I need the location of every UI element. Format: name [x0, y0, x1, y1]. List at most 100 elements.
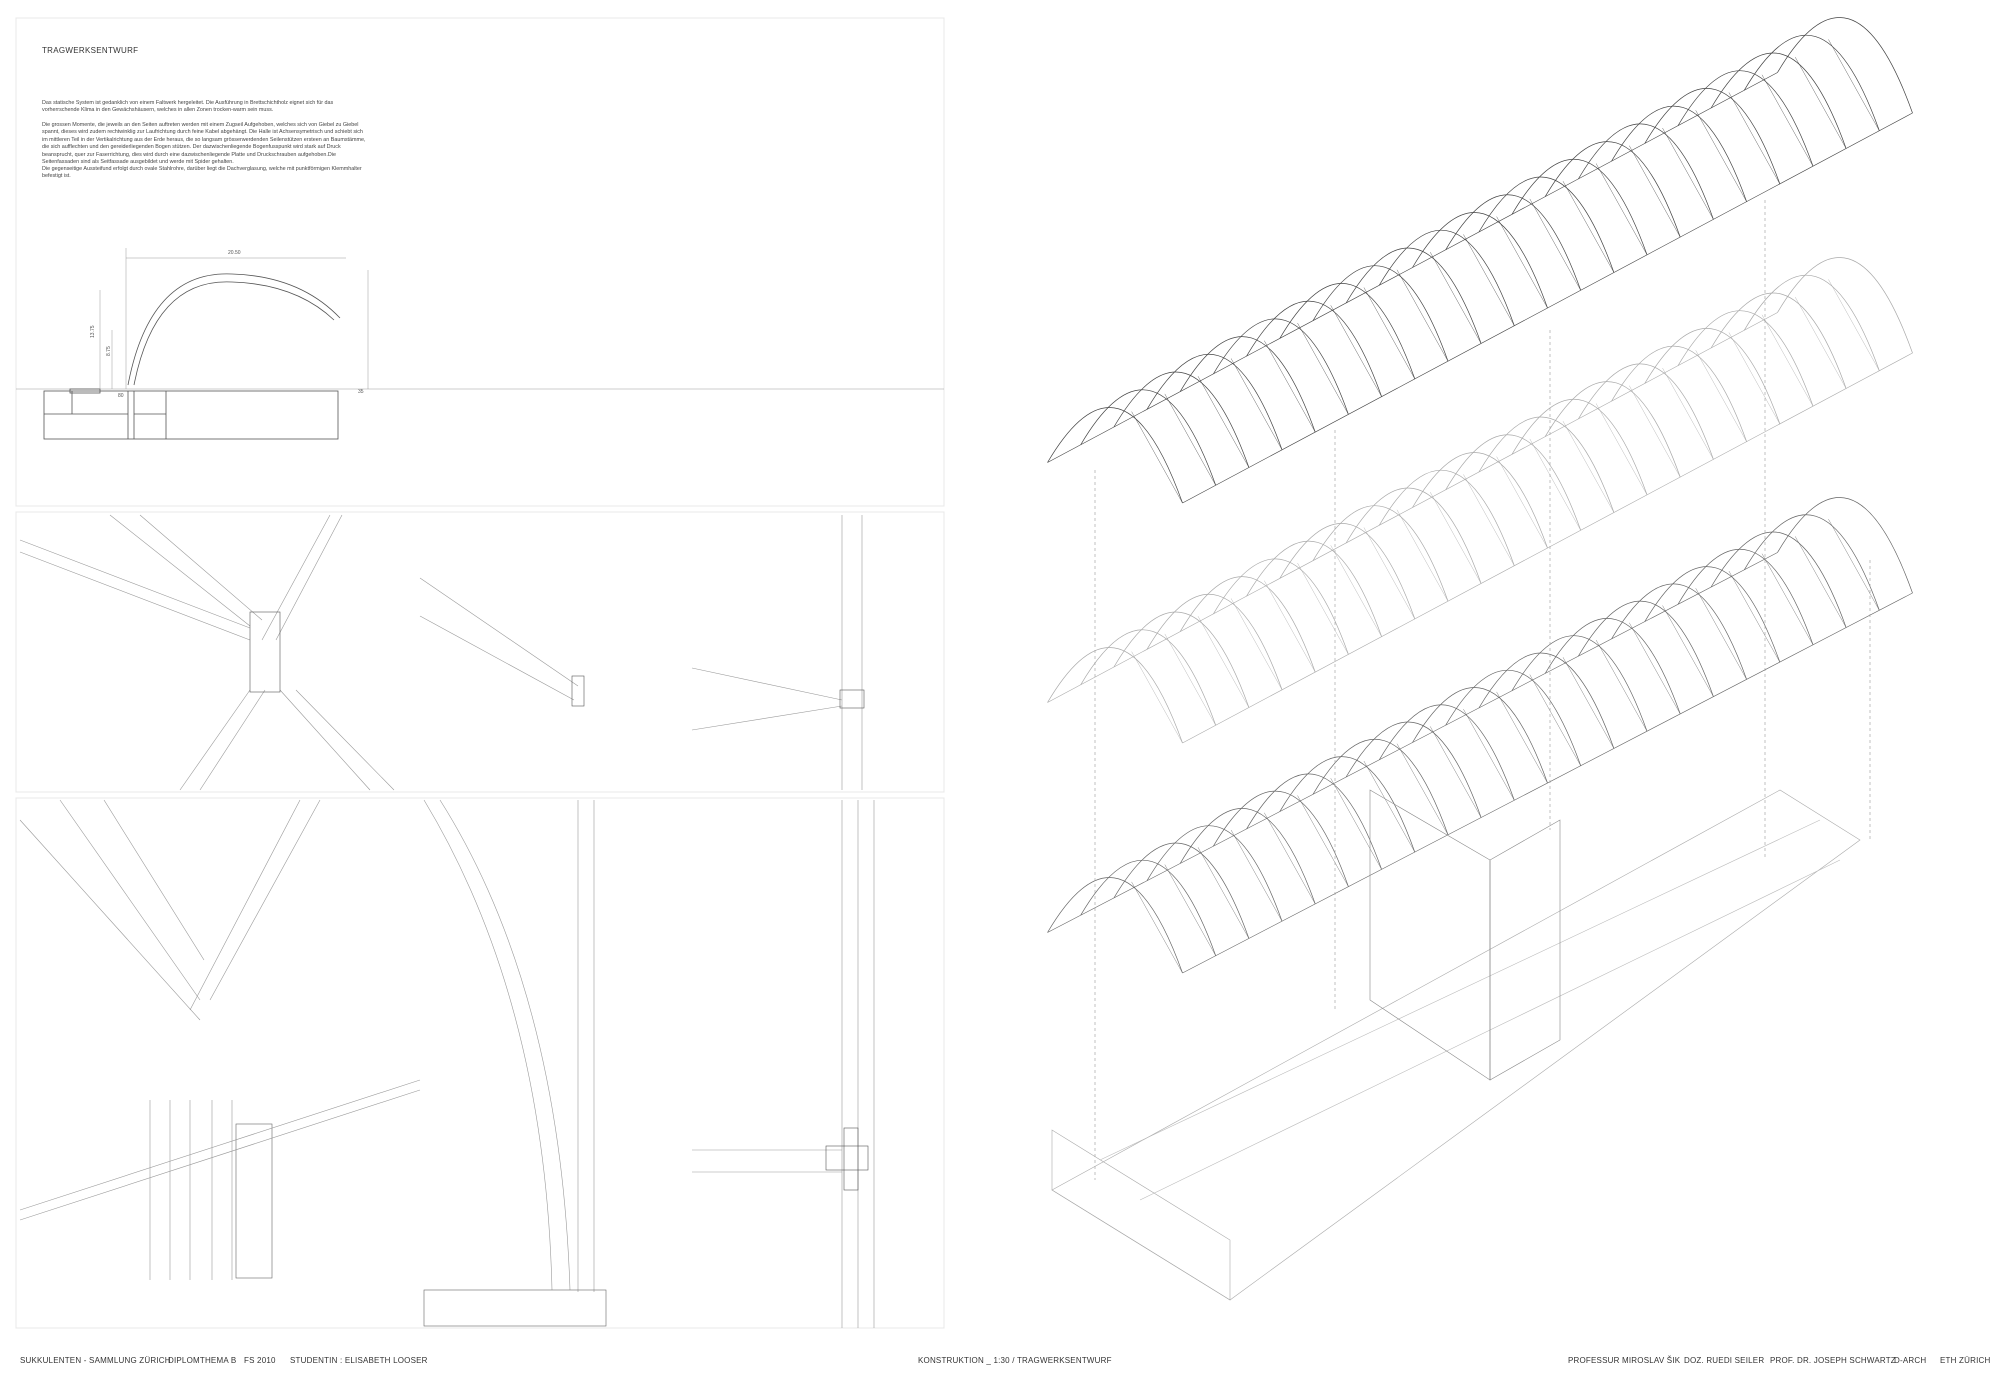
vault-fold-0-21 [1828, 39, 1880, 131]
vault-rib-2-6 [1246, 773, 1382, 870]
dim-height-total: 13.75 [90, 325, 96, 338]
detail4-beam-d [209, 799, 321, 1001]
vault-rib-2-10 [1378, 704, 1515, 801]
iso-base-side [1051, 1129, 1231, 1301]
vault-rib-0-21 [1743, 34, 1880, 131]
vault-rib-0-7 [1279, 283, 1416, 380]
vault-fold-0-14 [1595, 163, 1648, 255]
vault-rib-0-0 [1047, 407, 1183, 504]
detail5-arch-outer [439, 799, 571, 1291]
detail3-line-a [691, 667, 843, 701]
detail4-beam-c [103, 799, 205, 961]
vault-rib-2-0 [1047, 877, 1183, 974]
vault-fold-1-7 [1363, 527, 1415, 619]
vault-rib-0-9 [1345, 247, 1482, 344]
vault-fold-2-20 [1795, 536, 1847, 628]
vault-rib-1-5 [1213, 558, 1349, 655]
vault-rib-2-21 [1743, 514, 1880, 611]
vault-fold-2-0 [1131, 881, 1183, 974]
vault-rib-1-7 [1279, 523, 1416, 620]
vault-rib-1-9 [1345, 487, 1482, 584]
iso-base-inner-a [1099, 819, 1821, 1161]
iso-core-block-a [1369, 789, 1491, 1081]
frame-section [15, 17, 945, 507]
vault-rib-2-11 [1412, 687, 1548, 784]
vault-rib-1-12 [1445, 434, 1582, 531]
detail4-beam-a [19, 819, 201, 1021]
vault-fold-0-4 [1264, 340, 1316, 433]
detail1-beam-c [109, 514, 251, 627]
vault-fold-2-4 [1264, 812, 1316, 904]
vault-rib-1-0 [1047, 647, 1183, 744]
vault-rib-0-16 [1578, 123, 1714, 220]
panel-frames [15, 17, 945, 1329]
vault-rib-0-2 [1113, 371, 1250, 468]
vault-rib-1-21 [1743, 274, 1880, 371]
vault-fold-0-11 [1496, 216, 1548, 309]
vault-rib-2-8 [1312, 739, 1449, 835]
vault-fold-1-12 [1529, 438, 1581, 531]
detail3-line-b [691, 705, 843, 731]
vault-rib-0-13 [1478, 176, 1615, 273]
detail1-beam-f [275, 514, 343, 641]
vault-rib-1-16 [1578, 363, 1714, 460]
vault-rib-2-19 [1677, 549, 1814, 645]
vault-rib-0-19 [1677, 70, 1814, 167]
iso-base-outline [1051, 789, 1861, 1301]
page-title: TRAGWERKSENTWURF [42, 46, 139, 55]
description-paragraph-1: Das statische System ist gedanklich von … [42, 100, 334, 114]
vault-fold-2-15 [1629, 622, 1681, 714]
vault-fold-2-3 [1230, 829, 1283, 922]
vault-rib-0-6 [1246, 300, 1382, 397]
vault-rib-0-1 [1080, 389, 1217, 486]
vault-fold-0-16 [1662, 127, 1714, 220]
vault-fold-1-17 [1695, 350, 1747, 442]
vault-rib-0-17 [1611, 105, 1747, 202]
detail5-arch-inner [423, 799, 553, 1291]
vault-rib-1-19 [1677, 310, 1814, 407]
vault-fold-2-18 [1728, 570, 1780, 663]
vault-fold-1-15 [1629, 385, 1681, 478]
vault-fold-1-0 [1131, 651, 1183, 744]
vault-rib-0-15 [1544, 141, 1681, 238]
section-dimensions: 20.50 13.75 8.75 80 35 [90, 250, 364, 399]
vault-fold-2-2 [1197, 847, 1250, 939]
vault-fold-1-1 [1164, 633, 1216, 726]
vault-edge-a-0 [1047, 72, 1778, 463]
details-top [19, 514, 865, 791]
vault-fold-2-10 [1463, 709, 1515, 801]
frame-details-top [15, 511, 945, 793]
vault-rib-2-4 [1179, 808, 1316, 905]
vault-rib-1-8 [1312, 505, 1449, 602]
vault-fold-0-3 [1230, 358, 1283, 450]
detail1-beam-b [19, 551, 251, 641]
vault-rib-0-14 [1511, 159, 1648, 255]
vault-fold-2-19 [1761, 553, 1814, 645]
vault-fold-2-17 [1695, 588, 1747, 680]
vault-edge-a-2 [1047, 552, 1778, 933]
vault-fold-0-8 [1396, 269, 1449, 362]
detail5-foundation [423, 1289, 607, 1327]
vault-rib-0-4 [1179, 336, 1316, 433]
detail1-beam-a [19, 539, 251, 629]
detail3-joint [839, 689, 865, 709]
vault-fold-1-18 [1728, 332, 1780, 424]
detail4-brace-b [19, 1089, 421, 1221]
vault-rib-0-3 [1146, 354, 1283, 450]
vault-fold-0-18 [1728, 92, 1780, 184]
vault-rib-1-13 [1478, 416, 1615, 513]
vault-rib-0-20 [1710, 52, 1847, 149]
vault-fold-1-6 [1330, 545, 1382, 637]
footer-semester: FS 2010 [244, 1356, 276, 1365]
iso-core-block-b [1489, 819, 1561, 1081]
footer-thesis: DIPLOMTHEMA B [168, 1356, 237, 1365]
vault-fold-0-0 [1131, 411, 1183, 504]
detail4-beam-b [59, 799, 201, 1001]
vault-rib-0-8 [1312, 265, 1449, 362]
base-plinth [69, 388, 101, 394]
vault-fold-0-15 [1629, 145, 1681, 238]
vault-fold-0-19 [1761, 74, 1814, 167]
detail4-plate [235, 1123, 273, 1279]
